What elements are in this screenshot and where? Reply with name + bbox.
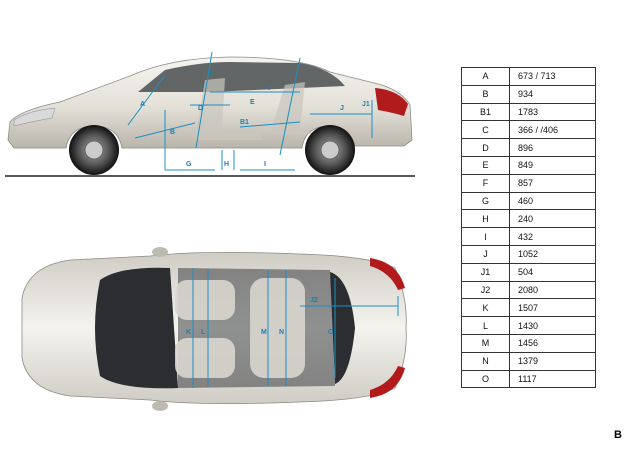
dimension-code: D: [461, 138, 510, 157]
seats-silhouette: [195, 78, 262, 140]
side-label-f: F: [268, 85, 273, 92]
dimension-code: H: [461, 209, 510, 229]
car-top-view: K L M N O J2: [21, 247, 407, 411]
dimension-value: 1456: [509, 333, 596, 353]
rear-bench: [250, 278, 305, 378]
top-dimension-lines: [192, 268, 399, 388]
top-label-m: M: [261, 329, 267, 336]
dimension-value: 1507: [509, 298, 596, 318]
dimension-value: 432: [509, 227, 596, 246]
car-side-view: A B B1 C D E F G H I J J1: [5, 51, 415, 177]
dimension-code: G: [461, 191, 510, 211]
front-wheel-hub: [84, 140, 104, 160]
rear-window: [330, 272, 355, 384]
side-dimension-lines: [127, 51, 373, 171]
dimension-code: E: [461, 155, 510, 175]
top-label-l: L: [201, 329, 206, 336]
dimension-code: O: [461, 369, 510, 389]
top-tail-light-left: [370, 258, 405, 290]
side-label-h: H: [224, 161, 229, 168]
dimension-value: 240: [509, 209, 596, 229]
dimension-value: 1379: [509, 351, 596, 371]
dimension-code: I: [461, 227, 510, 246]
dimension-value: 1117: [509, 369, 596, 389]
dimension-value: 1783: [509, 102, 596, 122]
dimension-code: J1: [461, 262, 510, 282]
dimension-value: 896: [509, 138, 596, 157]
side-label-b: B: [170, 129, 175, 136]
corner-letter: B: [614, 429, 622, 441]
rear-seat-silhouette: [270, 82, 320, 134]
top-tail-light-right: [370, 366, 405, 398]
side-label-a: A: [140, 101, 145, 108]
dimension-value: 673 / 713: [509, 67, 596, 86]
front-left-seat: [175, 280, 235, 320]
top-label-k: K: [186, 329, 191, 336]
side-label-j1: J1: [362, 101, 370, 108]
mirror-right: [152, 401, 168, 411]
dimension-value: 2080: [509, 280, 596, 300]
dimension-value: 1430: [509, 316, 596, 335]
side-label-c: C: [210, 69, 215, 76]
dimension-code: F: [461, 173, 510, 193]
dimension-value: 1052: [509, 244, 596, 264]
dimension-code: M: [461, 333, 510, 353]
side-label-b1: B1: [240, 119, 249, 126]
dimension-value: 849: [509, 155, 596, 175]
dimension-code: N: [461, 351, 510, 371]
dimension-code: K: [461, 298, 510, 318]
dimension-value: 366 / /406: [509, 120, 596, 140]
mirror-left: [152, 247, 168, 257]
dimension-value: 934: [509, 84, 596, 104]
side-label-g: G: [186, 161, 192, 168]
dimension-code: A: [461, 67, 510, 86]
side-label-j: J: [340, 105, 344, 112]
dimension-value: 460: [509, 191, 596, 211]
side-label-e: E: [250, 99, 255, 106]
rear-wheel-hub: [320, 140, 340, 160]
top-label-j2: J2: [310, 297, 318, 304]
head-light: [13, 107, 56, 127]
top-label-o: O: [328, 329, 334, 336]
dimension-value: 504: [509, 262, 596, 282]
dimension-code: B1: [461, 102, 510, 122]
windshield: [95, 267, 178, 389]
dimension-value: 857: [509, 173, 596, 193]
dimension-code: J2: [461, 280, 510, 300]
side-label-d: D: [198, 105, 203, 112]
top-label-n: N: [279, 329, 284, 336]
dimension-code: L: [461, 316, 510, 335]
dimension-code: C: [461, 120, 510, 140]
front-right-seat: [175, 338, 235, 378]
side-label-i: I: [264, 161, 266, 168]
dimension-code: J: [461, 244, 510, 264]
dimension-code: B: [461, 84, 510, 104]
tail-light: [375, 88, 408, 116]
